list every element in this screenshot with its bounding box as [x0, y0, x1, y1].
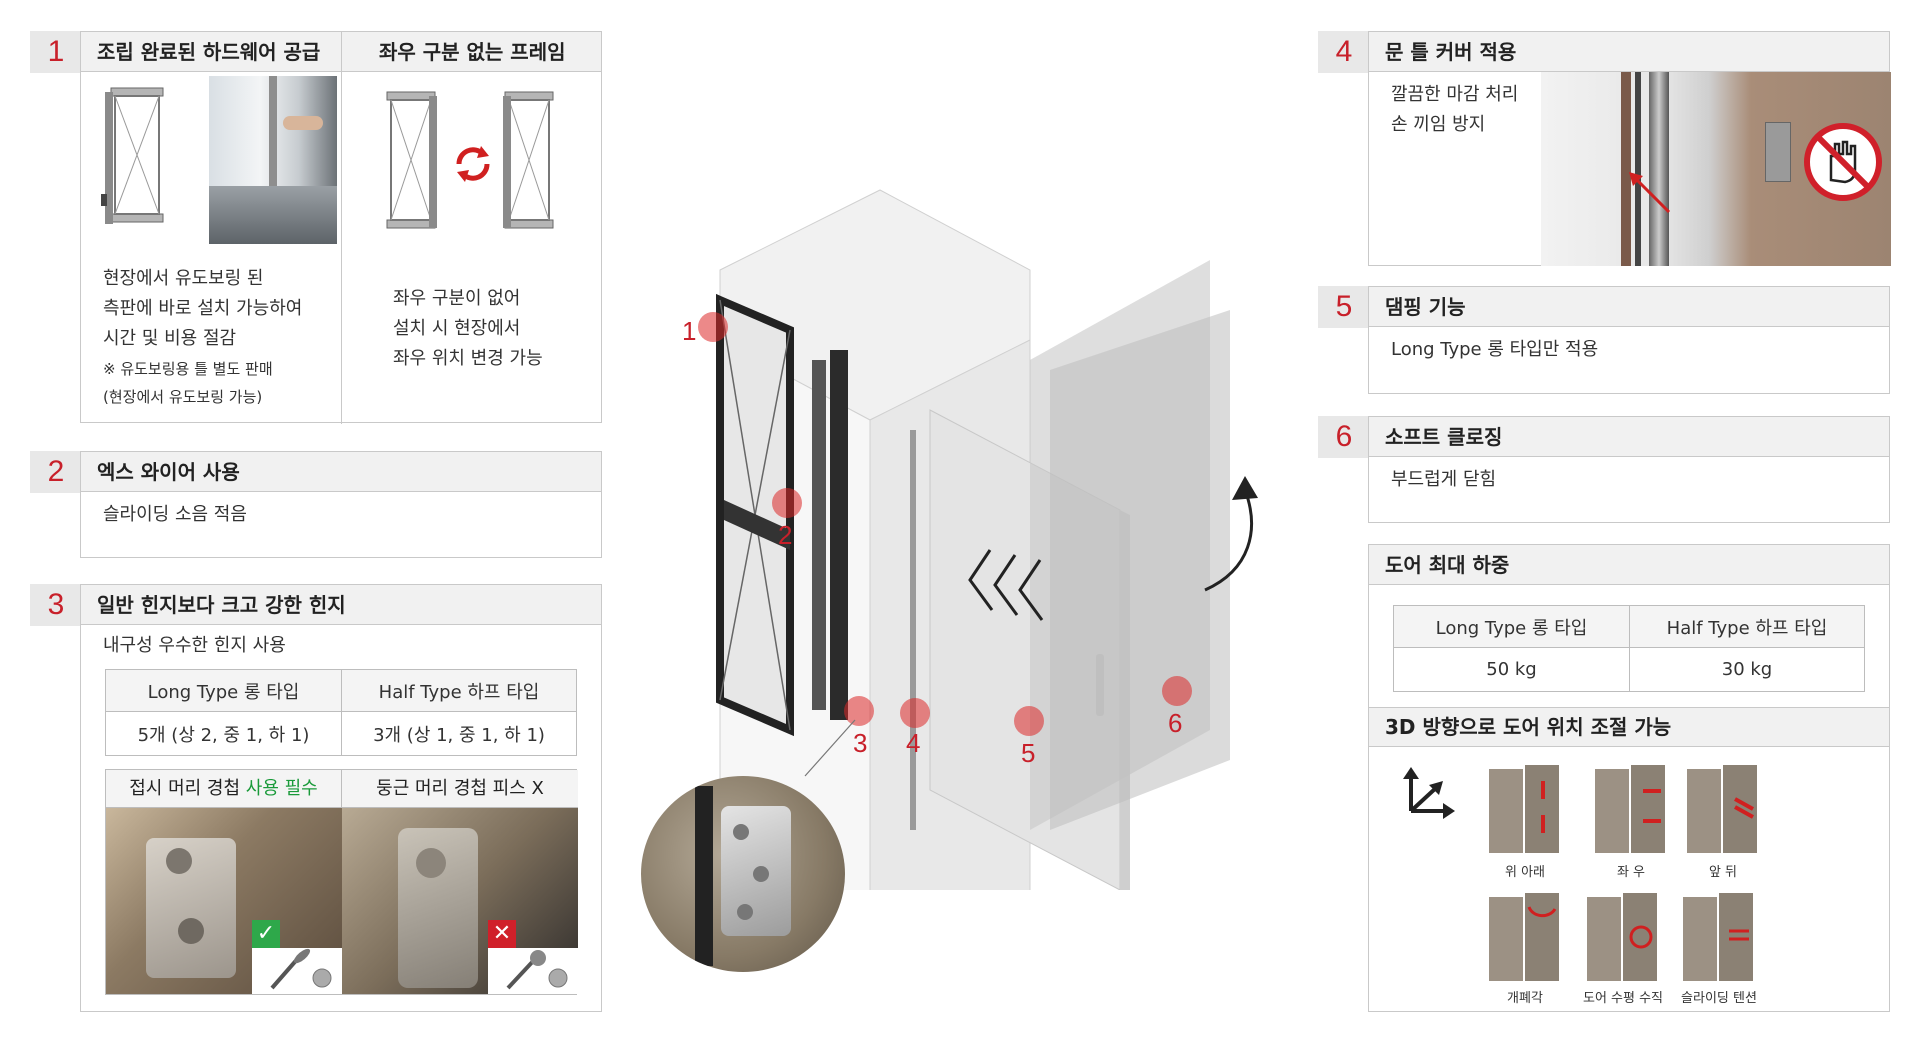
hinge-photo-compare: 접시 머리 경첩 사용 필수 둥근 머리 경첩 피스 X ✓ ✕ [105, 769, 578, 995]
feature-4-number: 4 [1318, 31, 1370, 73]
feature-1-left-line-3: 시간 및 비용 절감 [103, 328, 237, 349]
pinch-arrow-icon [1629, 172, 1671, 214]
marker-6 [1162, 676, 1192, 706]
round-head-hinge-photo: ✕ [342, 808, 578, 994]
feature-4-box: 문 틀 커버 적용 깔끔한 마감 처리 손 끼임 방지 [1368, 31, 1891, 266]
feature-3-title: 일반 힌지보다 크고 강한 힌지 [97, 593, 346, 617]
adjust-left-right-thumb [1595, 765, 1665, 853]
required-label: 사용 필수 [245, 778, 318, 799]
flat-head-hinge-photo: ✓ [106, 808, 342, 994]
feature-2-desc: 슬라이딩 소음 적음 [103, 504, 247, 525]
adjust-header [1369, 707, 1889, 747]
feature-3-desc: 내구성 우수한 힌지 사용 [103, 635, 286, 656]
frame-left-image [386, 91, 437, 229]
frame-cover-photo [1541, 72, 1891, 266]
feature-6-number: 6 [1318, 416, 1370, 458]
cross-icon: ✕ [488, 920, 516, 948]
adjust-front-back-thumb [1687, 765, 1757, 853]
feature-2-header [81, 452, 601, 492]
feature-1-note-2: (현장에서 유도보링 가능) [103, 388, 263, 406]
frame-right-image [503, 91, 554, 229]
flat-screw-icon [270, 948, 332, 990]
load-table-value-half: 30 kg [1629, 647, 1865, 692]
feature-5-title: 댐핑 기능 [1385, 295, 1466, 319]
feature-1-note-1: ※ 유도보링용 틀 별도 판매 [103, 360, 273, 378]
feature-1-number: 1 [30, 31, 82, 73]
flat-head-label: 접시 머리 경첩 [129, 778, 241, 799]
marker-5 [1014, 706, 1044, 736]
no-hand-icon [1804, 123, 1882, 201]
feature-2-title: 엑스 와이어 사용 [97, 460, 240, 484]
load-adjust-box: 도어 최대 하중 Long Type 롱 타입 Half Type 하프 타입 … [1368, 544, 1890, 1012]
marker-label-2: 2 [778, 520, 793, 550]
adjust-title: 3D 방향으로 도어 위치 조절 가능 [1385, 715, 1672, 739]
feature-3-header [81, 585, 601, 625]
marker-label-5: 5 [1021, 738, 1036, 768]
feature-1-right-line-1: 좌우 구분이 없어 [393, 288, 521, 309]
adjust-caption-up-down: 위 아래 [1504, 865, 1545, 880]
marker-label-6: 6 [1168, 708, 1183, 738]
hinge-detail-photo [641, 776, 845, 972]
feature-1-left-line-2: 측판에 바로 설치 가능하여 [103, 298, 303, 319]
marker-4 [900, 698, 930, 728]
marker-label-4: 4 [906, 728, 921, 758]
feature-4-header [1369, 32, 1889, 72]
hinge-table-value-half: 3개 (상 1, 중 1, 하 1) [341, 711, 577, 756]
marker-1 [698, 312, 728, 342]
hinge-count-table: Long Type 롱 타입 Half Type 하프 타입 5개 (상 2, … [105, 669, 577, 756]
feature-6-desc: 부드럽게 닫힘 [1391, 469, 1497, 490]
cabinet-illustration [716, 189, 1258, 890]
adjust-up-down-thumb [1489, 765, 1559, 853]
marker-label-1: 1 [682, 316, 697, 346]
feature-3-box: 일반 힌지보다 크고 강한 힌지 내구성 우수한 힌지 사용 Long Type… [80, 584, 602, 1012]
feature-6-header [1369, 417, 1889, 457]
feature-1-box: 조립 완료된 하드웨어 공급 좌우 구분 없는 프레임 [80, 31, 602, 424]
feature-2-box: 엑스 와이어 사용 슬라이딩 소음 적음 [80, 451, 602, 558]
connector-line [804, 719, 856, 777]
load-table-value-long: 50 kg [1393, 647, 1630, 692]
hinge-table-head-long: Long Type 롱 타입 [105, 669, 342, 712]
adjust-caption-left-right: 좌 우 [1616, 865, 1646, 880]
hinge-table-head-half: Half Type 하프 타입 [341, 669, 577, 712]
hinge-table-value-long: 5개 (상 2, 중 1, 하 1) [105, 711, 342, 756]
installation-photo [209, 76, 337, 244]
adjust-caption-open-angle: 개폐각 [1507, 991, 1543, 1006]
feature-1-title-right: 좌우 구분 없는 프레임 [379, 40, 566, 64]
feature-1-left-line-1: 현장에서 유도보링 된 [103, 268, 264, 289]
axes-3d-icon [1403, 767, 1455, 819]
feature-5-desc: Long Type 롱 타입만 적용 [1391, 339, 1599, 360]
feature-3-number: 3 [30, 584, 82, 626]
marker-3 [844, 696, 874, 726]
feature-1-right-line-3: 좌우 위치 변경 가능 [393, 348, 543, 369]
load-title: 도어 최대 하중 [1385, 553, 1510, 577]
feature-4-title: 문 틀 커버 적용 [1385, 40, 1517, 64]
hardware-frame-image [101, 87, 164, 224]
marker-label-3: 3 [853, 728, 868, 758]
feature-4-line-1: 깔끔한 마감 처리 [1391, 84, 1519, 105]
max-load-table: Long Type 롱 타입 Half Type 하프 타입 50 kg 30 … [1393, 605, 1865, 692]
adjust-caption-front-back: 앞 뒤 [1708, 865, 1738, 880]
feature-1-title-left: 조립 완료된 하드웨어 공급 [97, 40, 321, 64]
round-screw-icon [506, 950, 568, 990]
round-head-label: 둥근 머리 경첩 피스 X [342, 770, 578, 808]
check-icon: ✓ [252, 920, 280, 948]
feature-6-box: 소프트 클로징 부드럽게 닫힘 [1368, 416, 1890, 523]
load-header [1369, 545, 1889, 585]
load-table-head-long: Long Type 롱 타입 [1393, 605, 1630, 648]
feature-5-box: 댐핑 기능 Long Type 롱 타입만 적용 [1368, 286, 1890, 394]
feature-6-title: 소프트 클로징 [1385, 425, 1503, 449]
adjust-open-angle-thumb [1489, 893, 1559, 981]
marker-2 [772, 488, 802, 518]
adjust-caption-tension: 슬라이딩 텐션 [1681, 991, 1757, 1006]
feature-5-header [1369, 287, 1889, 327]
load-table-head-half: Half Type 하프 타입 [1629, 605, 1865, 648]
rotate-arrows-icon [456, 146, 490, 182]
adjust-caption-level: 도어 수평 수직 [1582, 991, 1664, 1006]
feature-2-number: 2 [30, 451, 82, 493]
adjust-tension-thumb [1683, 893, 1753, 981]
adjust-level-thumb [1587, 893, 1657, 981]
feature-5-number: 5 [1318, 286, 1370, 328]
feature-1-right-line-2: 설치 시 현장에서 [393, 318, 521, 339]
feature-4-line-2: 손 끼임 방지 [1391, 114, 1486, 135]
